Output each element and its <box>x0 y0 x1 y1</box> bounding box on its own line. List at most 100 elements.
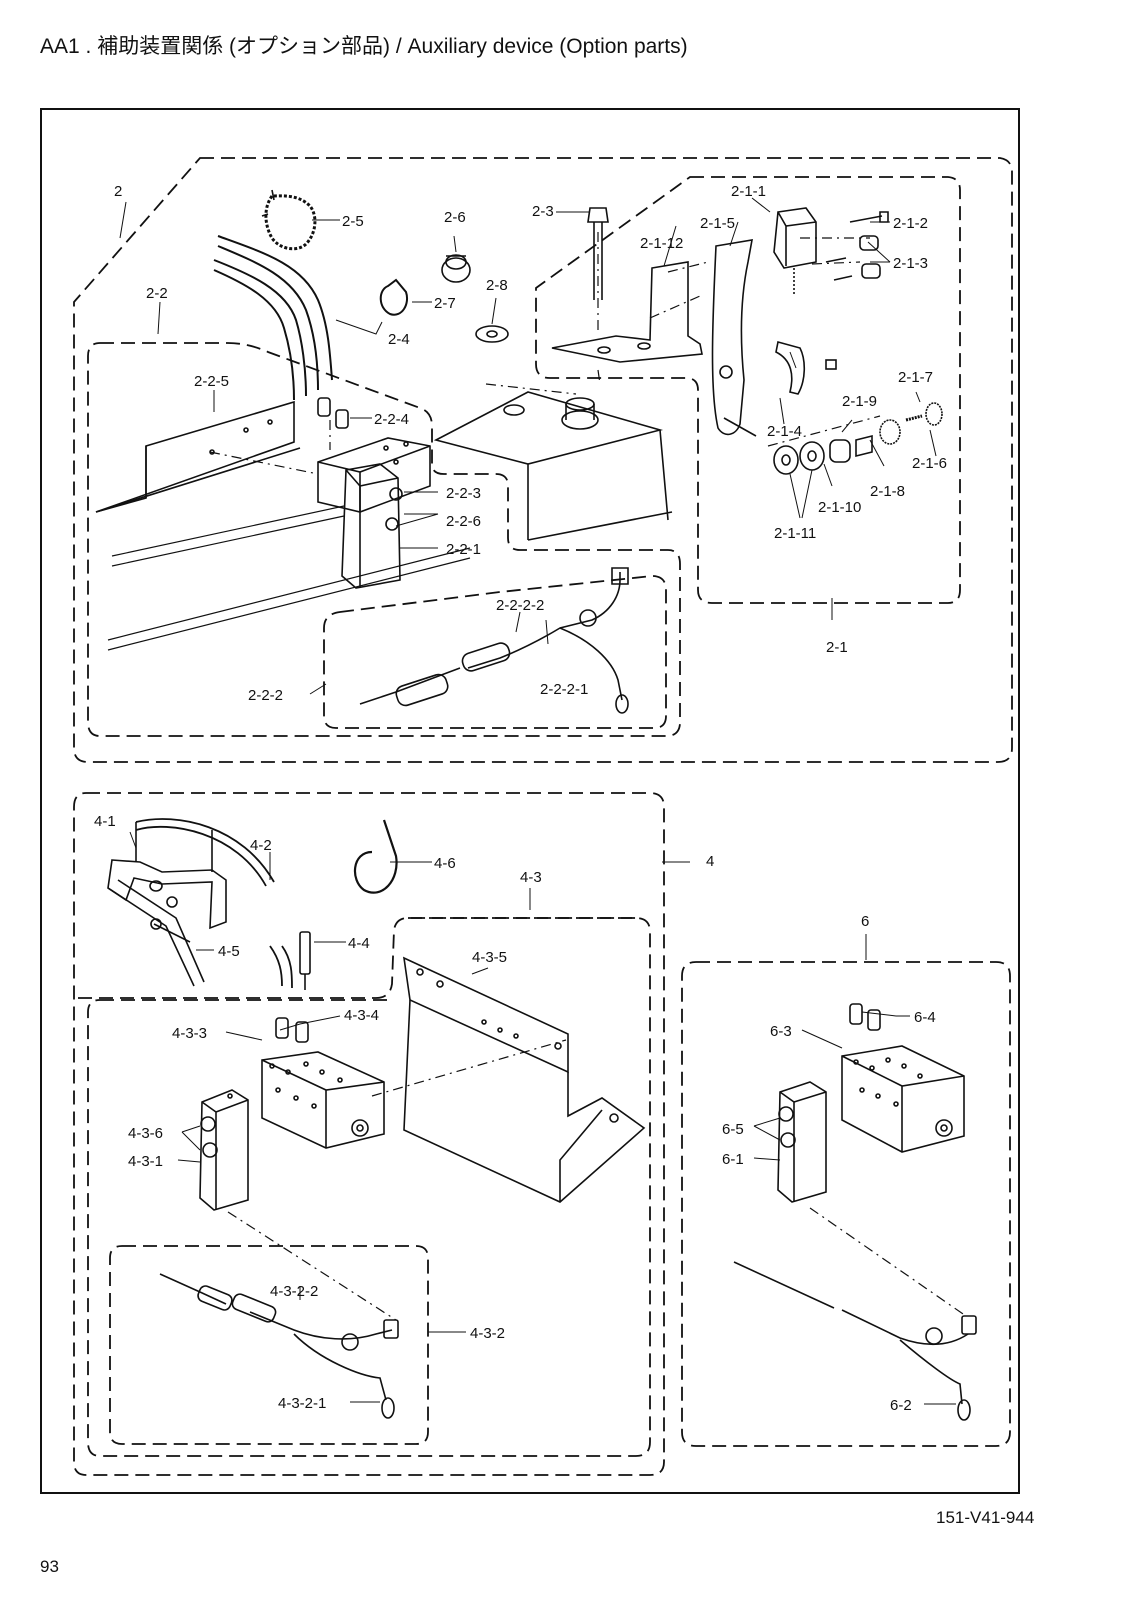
part-2-1-gear-stack <box>773 402 943 475</box>
part-6-1-valve <box>777 1081 827 1203</box>
part-2-7-clip <box>379 278 408 316</box>
callout-4-3-4: 4-3-4 <box>344 1007 379 1024</box>
callout-2-2-3: 2-2-3 <box>446 485 481 502</box>
part-2-3-bolt <box>587 207 609 300</box>
callout-4-2: 4-2 <box>250 837 272 854</box>
page-title: AA1 . 補助装置関係 (オプション部品) / Auxiliary devic… <box>40 35 688 58</box>
callout-2-2-1: 2-2-1 <box>446 541 481 558</box>
guide-4-3-5 <box>371 1039 567 1097</box>
part-2-2-5-plate <box>95 400 301 513</box>
callout-2-1-1: 2-1-1 <box>731 183 766 200</box>
callout-2-1-5: 2-1-5 <box>700 215 735 232</box>
callout-2-1-11: 2-1-11 <box>774 525 816 542</box>
callout-6-3: 6-3 <box>770 1023 792 1040</box>
callout-4-4: 4-4 <box>348 935 370 952</box>
guide-6-2 <box>809 1207 967 1317</box>
callout-4-5: 4-5 <box>218 943 240 960</box>
part-2-2-1-valve <box>341 463 403 589</box>
callout-4-3-3: 4-3-3 <box>172 1025 207 1042</box>
callout-2-1-3: 2-1-3 <box>893 255 928 272</box>
part-2-4-tubes <box>213 235 333 401</box>
callout-2-1-12: 2-1-12 <box>640 235 683 252</box>
part-2-1-2-screw <box>849 211 889 223</box>
callout-6-4: 6-4 <box>914 1009 936 1026</box>
callout-4-3-2-2: 4-3-2-2 <box>270 1283 318 1300</box>
part-4-2-tube <box>135 818 293 989</box>
machine-bed-outline <box>433 391 673 541</box>
part-2-1-12-bracket <box>551 261 703 363</box>
callout-2-1-10: 2-1-10 <box>818 499 861 516</box>
group-2-boundary <box>73 157 1013 763</box>
callout-2-1-4: 2-1-4 <box>767 423 802 440</box>
guide-2-1-10 <box>767 415 881 447</box>
callout-2: 2 <box>114 183 122 200</box>
part-2-8-washer <box>475 325 509 343</box>
callout-2-3: 2-3 <box>532 203 554 220</box>
callout-6: 6 <box>861 913 869 930</box>
guide-4-3-2 <box>227 1211 397 1321</box>
part-2-2-2-cable <box>359 567 629 714</box>
callout-2-1: 2-1 <box>826 639 848 656</box>
part-6-4-fittings <box>849 1003 881 1031</box>
part-4-3-1-valve <box>199 1089 249 1211</box>
callout-4-3-2: 4-3-2 <box>470 1325 505 1342</box>
callout-2-2-2-1: 2-2-2-1 <box>540 681 588 698</box>
guide-2-2-5 <box>209 451 319 475</box>
part-4-5-screw <box>150 918 191 943</box>
callout-4-6: 4-6 <box>434 855 456 872</box>
guide-machine <box>485 369 601 395</box>
callout-2-8: 2-8 <box>486 277 508 294</box>
part-2-1-3-fittings <box>825 235 881 281</box>
group-4-boundary <box>73 792 665 1476</box>
callout-2-2-6: 2-2-6 <box>446 513 481 530</box>
group-4-3-2-boundary <box>109 1245 429 1445</box>
callout-6-5: 6-5 <box>722 1121 744 1138</box>
part-4-3-3-manifold <box>261 1051 385 1149</box>
table-surface-lines <box>107 505 471 651</box>
part-4-1-bracket <box>107 822 227 987</box>
part-2-1-4-lever <box>775 341 837 395</box>
callout-6-1: 6-1 <box>722 1151 744 1168</box>
callout-4-3-5: 4-3-5 <box>472 949 507 966</box>
guide-2-1-3 <box>800 237 870 265</box>
part-4-6-clip <box>353 819 398 894</box>
part-4-3-2-cable <box>159 1273 399 1419</box>
part-6-2-cable <box>733 1261 977 1421</box>
part-6-3-manifold <box>841 1045 965 1153</box>
callout-labels: 2 2-1 2-1-1 2-1-2 2-1-3 2-1-4 2-1-5 2-1-… <box>94 183 947 1414</box>
guide-bracket <box>649 261 709 319</box>
group-2-2-2-boundary <box>323 575 667 729</box>
callout-4-3-6: 4-3-6 <box>128 1125 163 1142</box>
callout-2-2: 2-2 <box>146 285 168 302</box>
callout-4-3-2-1: 4-3-2-1 <box>278 1395 326 1412</box>
callout-4-3: 4-3 <box>520 869 542 886</box>
callout-2-6: 2-6 <box>444 209 466 226</box>
group-4-3-boundary <box>87 917 651 1457</box>
callout-2-2-2: 2-2-2 <box>248 687 283 704</box>
group-boundaries <box>73 157 1013 1476</box>
group-2-1-boundary <box>535 176 961 604</box>
diagram-frame <box>40 108 1020 1494</box>
part-2-6-bushing <box>441 254 471 283</box>
part-2-5-chain <box>261 189 317 251</box>
document-code: 151-V41-944 <box>936 1508 1035 1527</box>
page-number: 93 <box>40 1557 59 1576</box>
callout-2-1-2: 2-1-2 <box>893 215 928 232</box>
callout-2-7: 2-7 <box>434 295 456 312</box>
part-4-4-connector <box>299 931 311 990</box>
part-2-1-1-switch <box>773 207 817 296</box>
group-4-top-divider <box>78 917 636 999</box>
callout-2-5: 2-5 <box>342 213 364 230</box>
callout-2-2-2-2: 2-2-2-2 <box>496 597 544 614</box>
part-4-3-5-plate <box>402 956 646 1203</box>
assembly-guidelines <box>209 232 967 1321</box>
callout-2-2-4: 2-2-4 <box>374 411 409 428</box>
callout-4-3-1: 4-3-1 <box>128 1153 163 1170</box>
callout-4: 4 <box>706 853 714 870</box>
group-6-boundary <box>681 961 1011 1447</box>
part-2-2-3-manifold <box>317 437 431 513</box>
part-2-2-4-fittings <box>317 397 349 429</box>
callout-4-1: 4-1 <box>94 813 116 830</box>
callout-2-4: 2-4 <box>388 331 410 348</box>
